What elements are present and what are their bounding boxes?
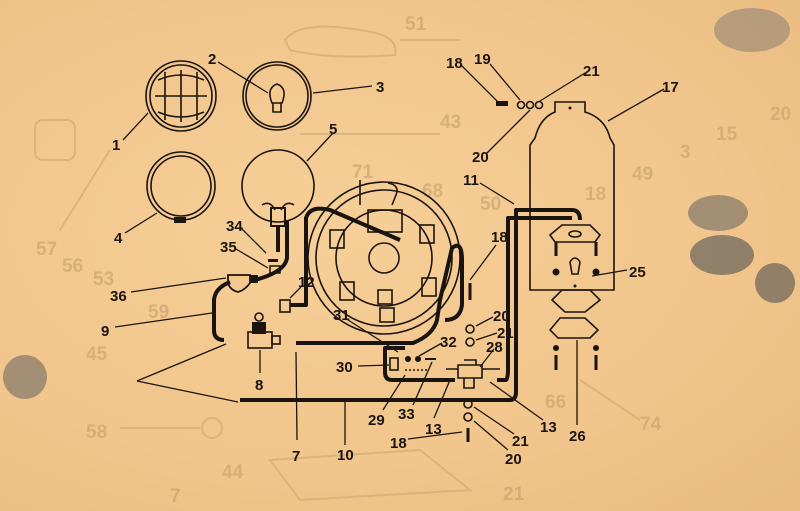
ghost-label: 3 — [680, 142, 691, 163]
callout-31: 31 — [333, 307, 350, 324]
tail-light-housing — [529, 101, 615, 291]
callout-7: 7 — [292, 448, 300, 465]
callout-13a: 13 — [425, 421, 442, 438]
ghost-label: 20 — [770, 104, 791, 125]
callout-12: 12 — [298, 274, 315, 291]
ghost-label: 49 — [632, 164, 653, 185]
callout-20b: 20 — [505, 451, 522, 468]
ghost-background: 51 43 71 68 50 18 49 3 15 20 57 56 53 59… — [3, 8, 795, 507]
hardware — [389, 100, 544, 442]
ghost-label: 21 — [503, 484, 525, 505]
ghost-label: 68 — [422, 181, 443, 202]
callout-35: 35 — [220, 239, 237, 256]
ghost-label: 18 — [585, 184, 606, 205]
callout-30: 30 — [336, 359, 353, 376]
ghost-label: 71 — [352, 162, 374, 183]
callout-21b: 21 — [512, 433, 529, 450]
ghost-label: 74 — [640, 414, 662, 435]
callout-32: 32 — [440, 334, 457, 351]
callout-labels: 1 2 3 4 5 34 35 36 9 12 8 7 10 31 32 30 … — [101, 51, 679, 468]
callout-2: 2 — [208, 51, 216, 68]
ghost-label: 50 — [480, 194, 501, 215]
ghost-label: 43 — [440, 112, 461, 133]
sealed-beam-unit — [145, 60, 217, 132]
smudge — [688, 195, 748, 231]
bulb-and-lens — [242, 61, 312, 131]
ghost-label: 15 — [716, 124, 738, 145]
wiring-harness — [212, 206, 582, 402]
ghost-label: 58 — [86, 422, 107, 443]
callout-17: 17 — [662, 79, 679, 96]
callout-26: 26 — [569, 428, 586, 445]
smudge — [714, 8, 790, 52]
ghost-label: 53 — [93, 269, 114, 290]
callout-20c: 20 — [472, 149, 489, 166]
callout-29: 29 — [368, 412, 385, 429]
callout-21a: 21 — [497, 325, 514, 342]
light-body — [241, 149, 315, 274]
callout-5: 5 — [329, 121, 337, 138]
ghost-label: 56 — [62, 256, 83, 277]
ghost-label: 44 — [222, 462, 244, 483]
callout-33: 33 — [398, 406, 415, 423]
callout-18a: 18 — [446, 55, 463, 72]
callout-19: 19 — [474, 51, 491, 68]
callout-36: 36 — [110, 288, 127, 305]
callout-9: 9 — [101, 323, 109, 340]
callout-21c: 21 — [583, 63, 600, 80]
callout-leaders — [114, 61, 665, 451]
callout-13b: 13 — [540, 419, 557, 436]
ghost-label: 66 — [545, 392, 566, 413]
ghost-label: 51 — [405, 14, 427, 35]
callout-28: 28 — [486, 339, 503, 356]
ghost-label: 59 — [148, 302, 169, 323]
socket-12 — [279, 299, 291, 313]
callout-25: 25 — [629, 264, 646, 281]
callout-3: 3 — [376, 79, 384, 96]
retaining-ring — [146, 151, 216, 223]
tail-light-socket — [548, 224, 602, 370]
switch-36 — [227, 274, 258, 293]
ghost-label: 7 — [170, 486, 181, 507]
callout-11: 11 — [463, 172, 479, 189]
ghost-label: 57 — [36, 239, 57, 260]
smudge — [3, 355, 47, 399]
callout-18c: 18 — [390, 435, 407, 452]
callout-10: 10 — [337, 447, 354, 464]
smudge — [690, 235, 754, 275]
callout-18b: 18 — [491, 229, 508, 246]
switch-8 — [247, 312, 281, 349]
callout-1: 1 — [112, 137, 120, 154]
callout-20a: 20 — [493, 308, 510, 325]
callout-4: 4 — [114, 230, 123, 247]
ghost-label: 45 — [86, 344, 108, 365]
callout-8: 8 — [255, 377, 263, 394]
smudge — [755, 263, 795, 303]
callout-34: 34 — [226, 218, 243, 235]
